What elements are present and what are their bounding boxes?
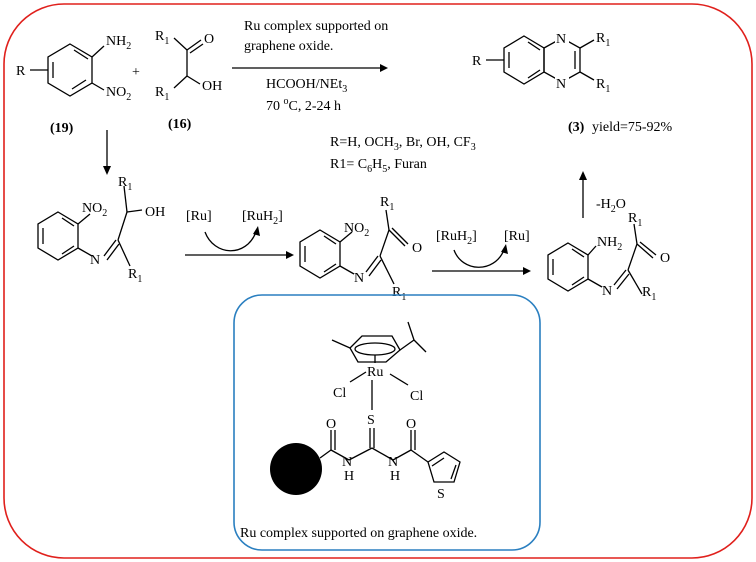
o-int2: O <box>412 241 422 256</box>
compound-3: N N R1 R1 R (3) yield=75-92% <box>472 30 673 135</box>
n-int3: N <box>602 284 612 299</box>
s-thiophene: S <box>437 487 445 502</box>
s-thione: S <box>367 413 375 428</box>
oxidation-arrow: [Ru] [RuH2] <box>185 209 294 259</box>
ketone-o-label: O <box>204 32 214 47</box>
compound-16-label: (16) <box>168 117 192 132</box>
inset-caption: Ru complex supported on graphene oxide. <box>240 526 477 541</box>
n-left-amide: N <box>342 455 352 470</box>
r1-int3-top: R1 <box>628 211 642 229</box>
n-right-amide: N <box>388 455 398 470</box>
h-right-amide: H <box>390 469 400 484</box>
o-int3: O <box>660 251 670 266</box>
compound-16: R1 O R1 OH (16) <box>155 29 222 132</box>
h-left-amide: H <box>344 469 354 484</box>
outer-frame <box>3 3 753 559</box>
intermediate-2: NO2 N R1 O R1 <box>299 195 422 303</box>
r1-int2-top: R1 <box>380 195 394 213</box>
r1-int3-bottom: R1 <box>642 285 656 303</box>
dehydration-label: -H2O <box>596 197 626 215</box>
intermediate-1: NO2 N R1 OH R1 <box>37 175 165 285</box>
r1-int2-bottom: R1 <box>392 285 406 303</box>
r1-top-product: R1 <box>596 31 610 49</box>
r1-bottom-label: R1 <box>155 85 169 103</box>
catalyst-inset: Ru Cl Cl S O O N H N H S Ru complex supp… <box>233 294 541 551</box>
cl-right: Cl <box>410 389 423 404</box>
reagents-label: HCOOH/NEt3 <box>266 77 347 95</box>
o-left-amide: O <box>326 417 336 432</box>
ru-center: Ru <box>367 365 383 380</box>
compound-3-label: (3) <box>568 120 585 135</box>
r-definition: R=H, OCH3, Br, OH, CF3 <box>330 135 476 153</box>
conditions-label: 70 oC, 2-24 h <box>266 96 341 114</box>
n-top-label: N <box>556 32 566 47</box>
n-bottom-label: N <box>556 77 566 92</box>
reduction-arrow: [RuH2] [Ru] <box>432 229 531 275</box>
ru-bracket-2: [Ru] <box>504 229 530 244</box>
r1-definition: R1= C6H5, Furan <box>330 157 427 175</box>
nh2-int3: NH2 <box>597 235 622 253</box>
no2-int2: NO2 <box>344 221 369 239</box>
main-reaction-arrow: Ru complex supported on graphene oxide. … <box>232 19 388 114</box>
r1-int1-top: R1 <box>118 175 132 193</box>
ruh2-bracket-2: [RuH2] <box>436 229 477 247</box>
oh-label: OH <box>202 79 222 94</box>
graphene-oxide-sheet <box>270 443 322 495</box>
r-label: R <box>16 64 26 79</box>
ru-bracket-1: [Ru] <box>186 209 212 224</box>
plus-sign: + <box>132 65 140 80</box>
up-arrow: -H2O <box>579 171 626 218</box>
compound-19-label: (19) <box>50 121 74 136</box>
yield-label: yield=75-92% <box>592 120 673 135</box>
catalyst-line2: graphene oxide. <box>244 39 333 54</box>
no2-label: NO2 <box>106 85 131 103</box>
r-product-label: R <box>472 54 482 69</box>
r1-bottom-product: R1 <box>596 77 610 95</box>
r1-int1-bottom: R1 <box>128 267 142 285</box>
catalyst-line1: Ru complex supported on <box>244 19 388 34</box>
n-int2: N <box>354 271 364 286</box>
compound-19: NH2 NO2 R (19) <box>16 34 131 136</box>
o-right-amide: O <box>406 417 416 432</box>
oh-int1: OH <box>145 205 165 220</box>
ruh2-bracket-1: [RuH2] <box>242 209 283 227</box>
inset-frame <box>233 294 541 551</box>
nh2-label: NH2 <box>106 34 131 52</box>
r1-top-label: R1 <box>155 29 169 47</box>
intermediate-3: NH2 N R1 O R1 <box>547 211 670 303</box>
cl-left: Cl <box>333 386 346 401</box>
n-int1: N <box>90 253 100 268</box>
down-arrow <box>103 130 111 175</box>
no2-int1: NO2 <box>82 201 107 219</box>
